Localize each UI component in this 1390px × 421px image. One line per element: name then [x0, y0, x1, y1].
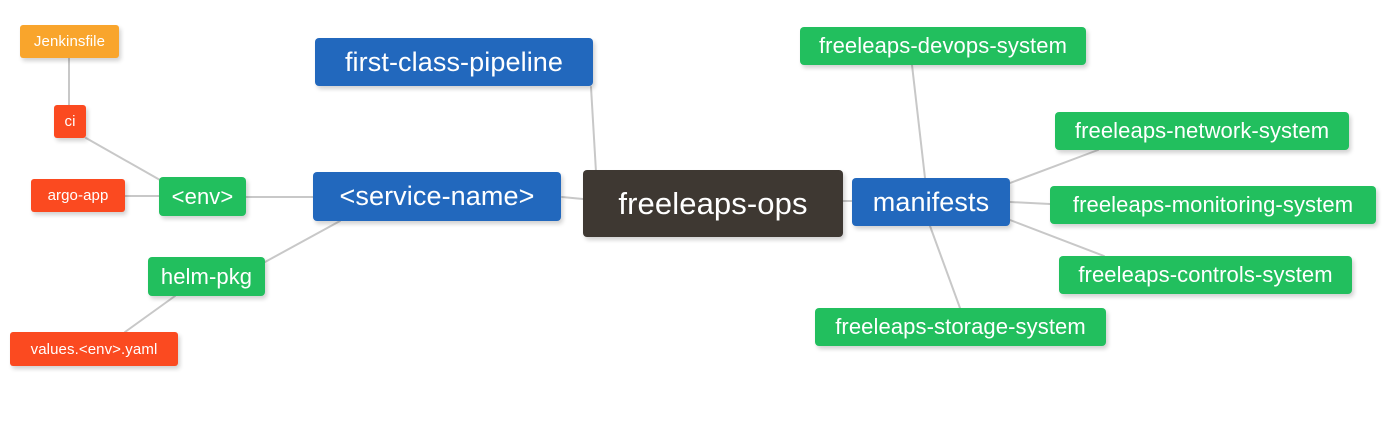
- mindmap-node-label: freeleaps-monitoring-system: [1072, 192, 1354, 217]
- mindmap-node-values-env-yaml[interactable]: values.<env>.yaml: [10, 332, 178, 366]
- mindmap-node-label: ci: [64, 113, 76, 130]
- edge-env-ci: [85, 137, 161, 181]
- mindmap-node-env[interactable]: <env>: [159, 177, 246, 216]
- edge-man-monitoring: [1009, 201, 1051, 205]
- edge-ops-service: [561, 196, 584, 200]
- mindmap-node-argo-app[interactable]: argo-app: [31, 179, 125, 212]
- mindmap-node-label: argo-app: [47, 187, 109, 204]
- mindmap-node-ci[interactable]: ci: [54, 105, 86, 138]
- mindmap-node-freeleaps-ops[interactable]: freeleaps-ops: [583, 170, 843, 237]
- edge-ops-pipeline: [590, 86, 597, 173]
- mindmap-node-freeleaps-monitoring-system[interactable]: freeleaps-monitoring-system: [1050, 186, 1376, 224]
- edge-man-devops: [911, 64, 926, 179]
- edge-man-network: [1009, 149, 1099, 184]
- mindmap-node-label: freeleaps-network-system: [1074, 118, 1330, 143]
- mindmap-node-freeleaps-controls-system[interactable]: freeleaps-controls-system: [1059, 256, 1352, 294]
- edge-service-helm: [264, 220, 341, 263]
- mindmap-node-label: Jenkinsfile: [33, 33, 106, 50]
- mindmap-node-label: freeleaps-controls-system: [1078, 262, 1333, 287]
- mindmap-node-freeleaps-network-system[interactable]: freeleaps-network-system: [1055, 112, 1349, 150]
- edge-man-storage: [929, 225, 961, 309]
- mindmap-node-manifests[interactable]: manifests: [852, 178, 1010, 226]
- mindmap-node-label: helm-pkg: [160, 263, 253, 289]
- edge-man-controls: [1009, 219, 1105, 257]
- mindmap-node-label: <service-name>: [339, 181, 535, 211]
- mindmap-node-freeleaps-devops-system[interactable]: freeleaps-devops-system: [800, 27, 1086, 65]
- mindmap-node-label: manifests: [872, 186, 990, 217]
- edge-helm-values: [124, 295, 176, 333]
- mindmap-node-label: values.<env>.yaml: [30, 340, 158, 358]
- mindmap-node-helm-pkg[interactable]: helm-pkg: [148, 257, 265, 296]
- mindmap-node-first-class-pipeline[interactable]: first-class-pipeline: [315, 38, 593, 86]
- mindmap-node-jenkinsfile[interactable]: Jenkinsfile: [20, 25, 119, 58]
- mindmap-node-service-name[interactable]: <service-name>: [313, 172, 561, 221]
- mindmap-node-label: <env>: [171, 183, 234, 209]
- mindmap-node-label: freeleaps-storage-system: [835, 314, 1086, 339]
- mindmap-node-freeleaps-storage-system[interactable]: freeleaps-storage-system: [815, 308, 1106, 346]
- mindmap-node-label: freeleaps-devops-system: [818, 33, 1068, 58]
- mindmap-node-label: first-class-pipeline: [344, 46, 564, 77]
- mindmap-node-label: freeleaps-ops: [618, 186, 808, 221]
